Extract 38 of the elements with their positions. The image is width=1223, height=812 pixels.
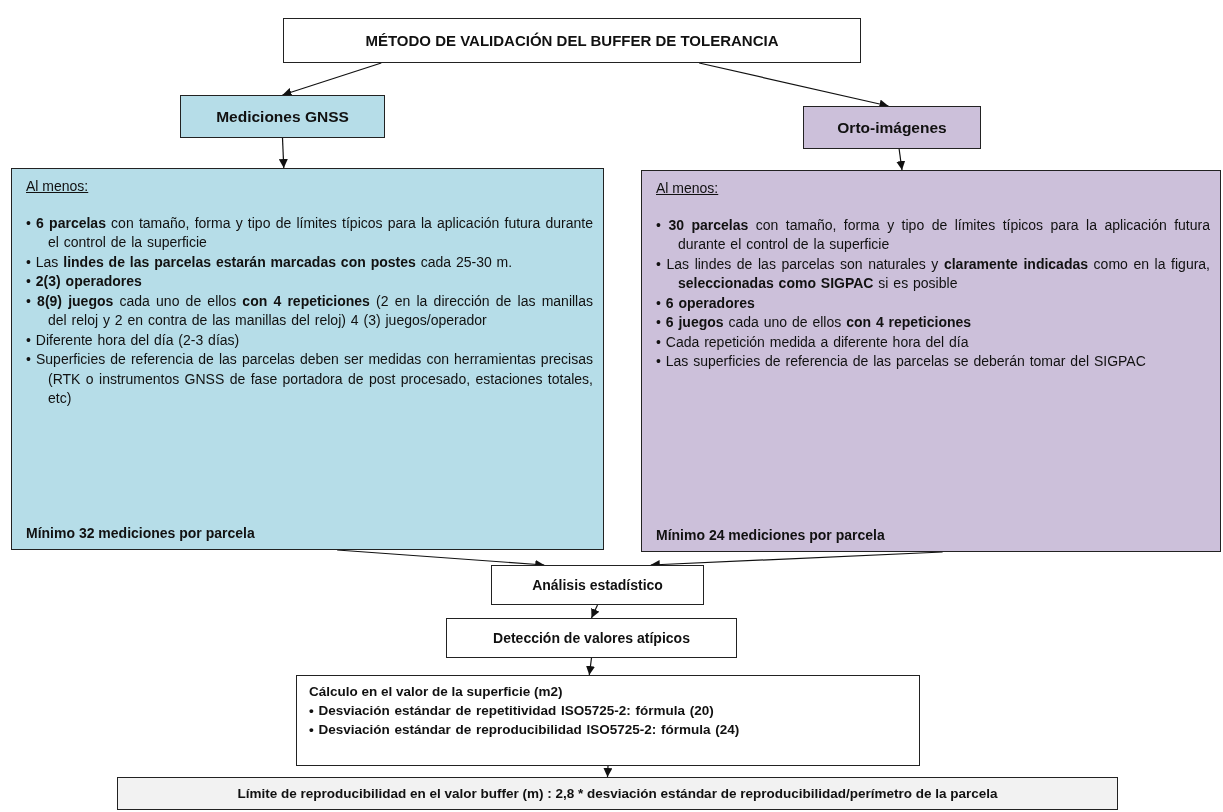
requirements-panel bbox=[11, 168, 604, 550]
bullet-item: • Las lindes de las parcelas estarán marcadas con postes cada 25-30 m. bbox=[26, 252, 514, 272]
bullet-item: • Cada repetición medida a diferente hora del día bbox=[656, 332, 970, 352]
result-box bbox=[117, 777, 1118, 810]
intro-text: Al menos: bbox=[656, 179, 720, 198]
bullet-item: • Desviación estándar de repetitividad ISO5725-2: fórmula (20) bbox=[309, 702, 715, 720]
box-label: Detección de valores atípicos bbox=[493, 630, 690, 646]
box-label: Análisis estadístico bbox=[532, 577, 663, 593]
intro-text: Al menos: bbox=[26, 177, 90, 196]
category-box bbox=[803, 106, 981, 149]
bullet-item: • 2(3) operadores bbox=[26, 272, 143, 291]
summary-text: Mínimo 24 mediciones por parcela bbox=[656, 525, 886, 545]
arrow bbox=[896, 148, 906, 171]
bullet-item: • Las lindes de las parcelas son naturales y claramente indicadas como en la figura, seleccionadas como SIGPAC si es posible bbox=[656, 254, 1210, 293]
box-label: MÉTODO DE VALIDACIÓN DEL BUFFER DE TOLERANCIA bbox=[365, 32, 779, 49]
calculation-box bbox=[296, 675, 920, 766]
category-box bbox=[180, 95, 385, 138]
bullet-item: • 6 juegos cada uno de ellos con 4 repeticiones bbox=[656, 313, 973, 332]
bullet-item: • Desviación estándar de reproducibilidad ISO5725-2: fórmula (24) bbox=[309, 721, 741, 739]
arrow bbox=[586, 657, 595, 676]
bullet-item: • 6 operadores bbox=[656, 293, 756, 313]
box-label: Orto-imágenes bbox=[837, 118, 947, 137]
arrow bbox=[281, 62, 382, 97]
process-box bbox=[446, 618, 737, 658]
arrow bbox=[603, 765, 613, 778]
arrow bbox=[590, 604, 600, 619]
bullet-item: • Superficies de referencia de las parcelas deben ser medidas con herramientas precisas (RTK o instrumentos GNSS de fase portadora de post procesado, estaciones totales, etc) bbox=[26, 350, 593, 408]
calculation-heading: Cálculo en el valor de la superficie (m2) bbox=[309, 683, 564, 701]
bullet-item: • Diferente hora del día (2-3 días) bbox=[26, 330, 241, 350]
process-box bbox=[491, 565, 704, 605]
process-box bbox=[283, 18, 861, 63]
summary-text: Mínimo 32 mediciones por parcela bbox=[26, 523, 256, 543]
box-label: Límite de reproducibilidad en el valor buffer (m) : 2,8 * desviación estándar de reproducibilidad/perímetro de la parcela bbox=[237, 786, 998, 801]
requirements-panel bbox=[641, 170, 1221, 552]
arrow bbox=[278, 137, 288, 169]
bullet-item: • Las superficies de referencia de las parcelas se deberán tomar del SIGPAC bbox=[656, 352, 1147, 371]
box-label: Mediciones GNSS bbox=[216, 107, 349, 126]
bullet-item: • 8(9) juegos cada uno de ellos con 4 repeticiones (2 en la dirección de las manillas del reloj y 2 en contra de las manillas del reloj) 4 (3) juegos/operador bbox=[26, 291, 593, 330]
